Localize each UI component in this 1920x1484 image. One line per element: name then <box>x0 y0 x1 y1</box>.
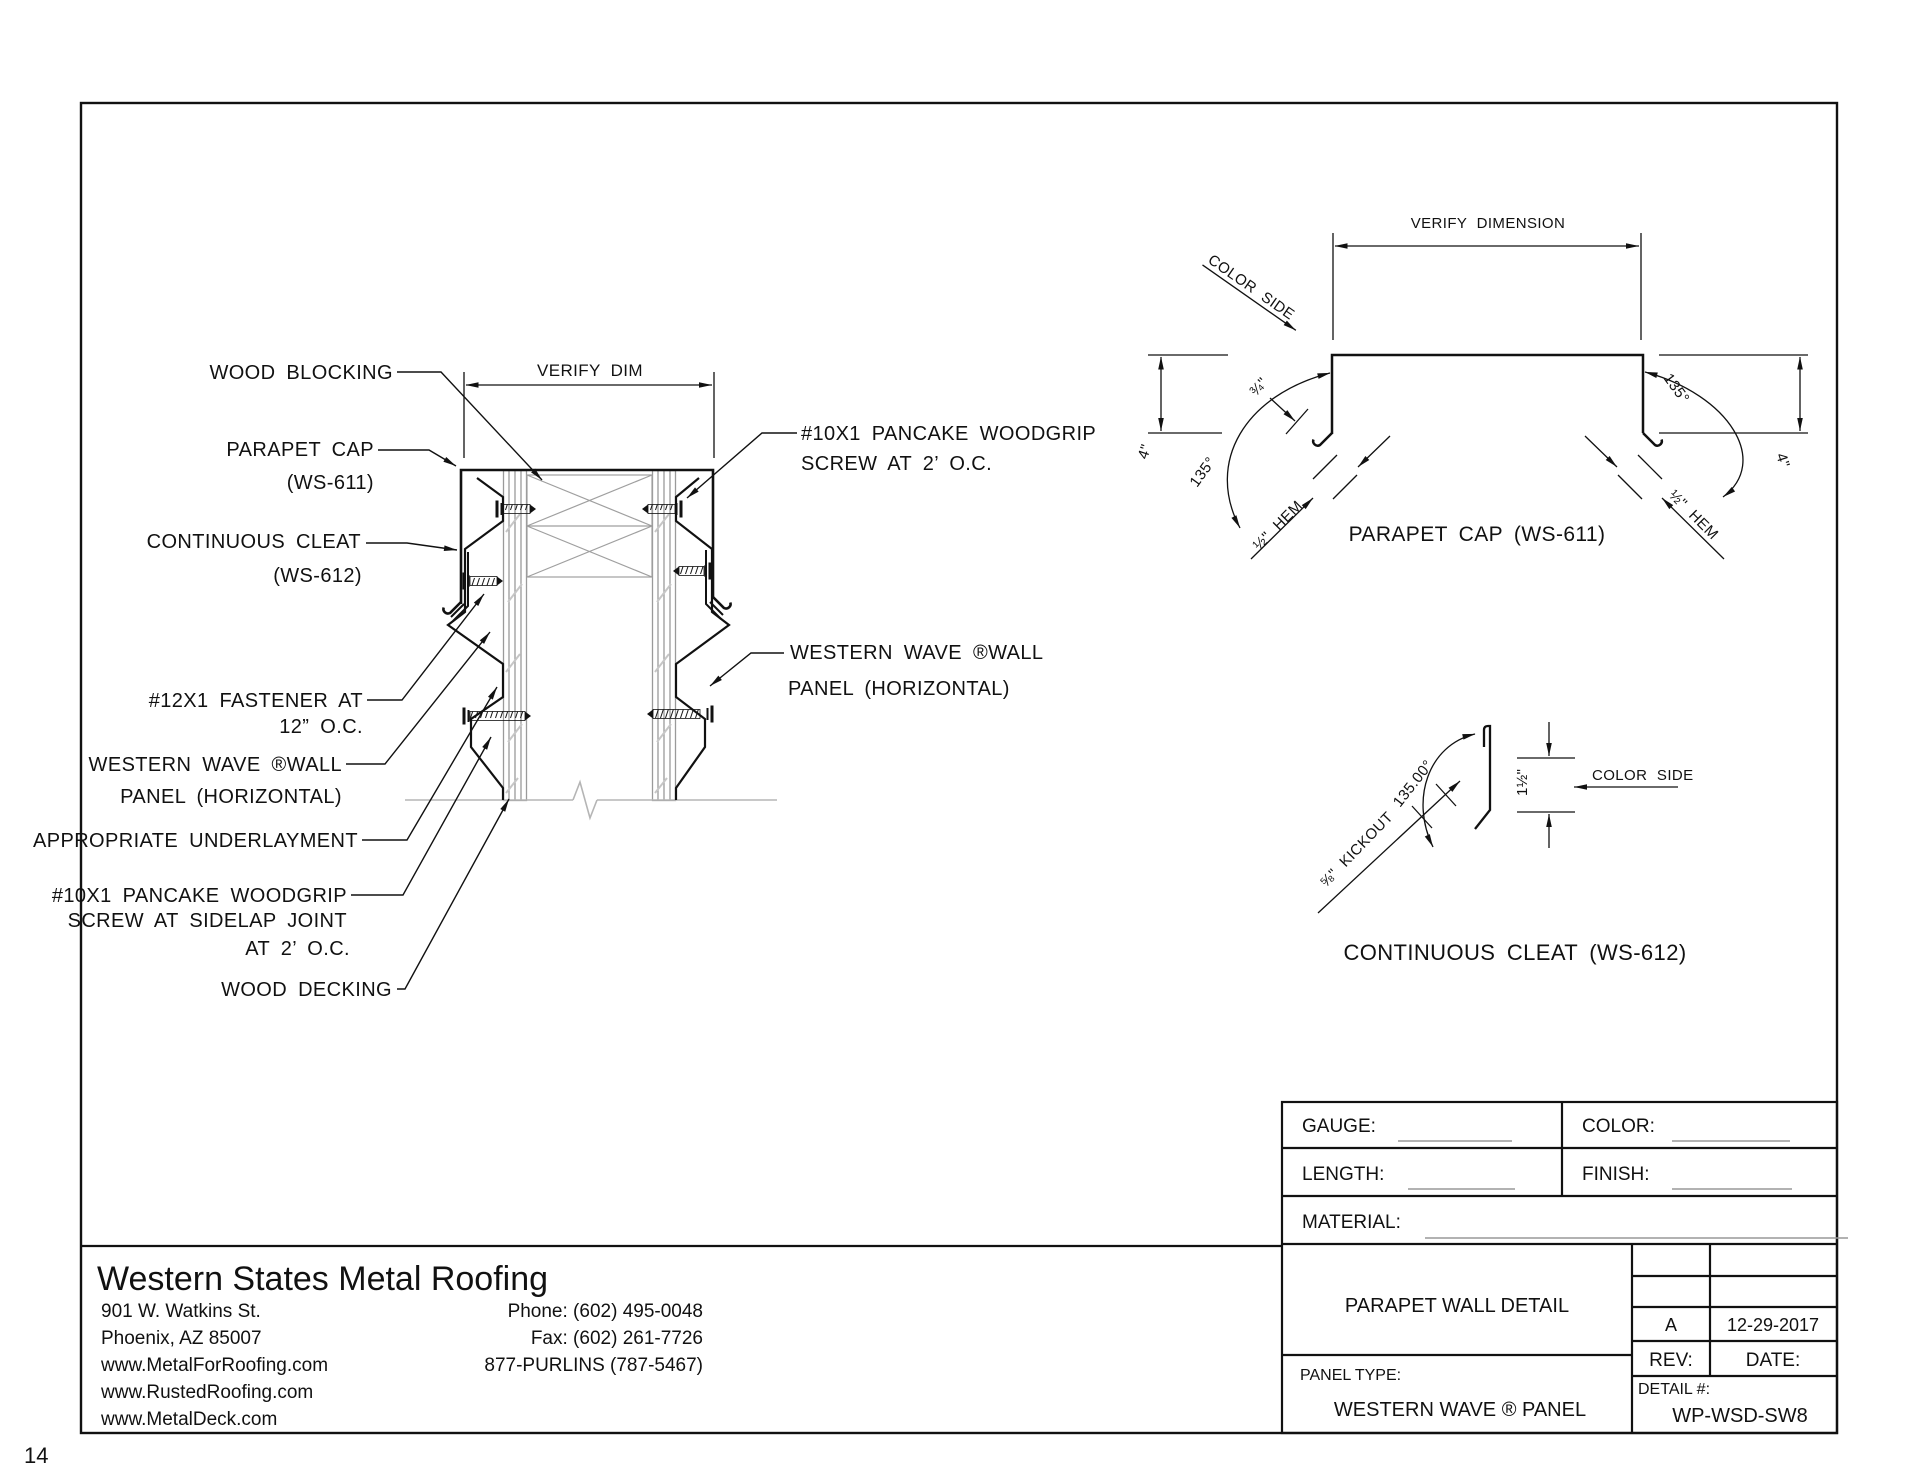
pancake-screw-label-1: #10X1 PANCAKE WOODGRIP <box>801 423 1096 445</box>
underlayment-label: APPROPRIATE UNDERLAYMENT <box>33 830 358 852</box>
cap-dim-4-left <box>1148 354 1228 434</box>
cap-verify-dimension <box>1332 233 1642 340</box>
screw-icon <box>495 500 536 518</box>
wood-blocking-label: WOOD BLOCKING <box>209 362 393 384</box>
length-label: LENGTH: <box>1302 1164 1384 1185</box>
company-address-1: 901 W. Watkins St. <box>101 1301 261 1322</box>
company-fax: Fax: (602) 261-7726 <box>531 1328 703 1349</box>
wood-blocking-linework <box>526 474 653 578</box>
hem-dim-left <box>1250 435 1391 560</box>
cleat-profile-linework <box>1474 724 1492 830</box>
wall-section-labels-right: #10X1 PANCAKE WOODGRIP SCREW AT 2’ O.C. … <box>788 423 1096 700</box>
panel-type-value: WESTERN WAVE ® PANEL <box>1334 1399 1586 1421</box>
screw-icon <box>462 707 531 725</box>
angle-left-label: 135° <box>1186 454 1219 490</box>
color-label: COLOR: <box>1582 1116 1655 1137</box>
dim-4-right-label: 4" <box>1772 451 1793 470</box>
company-website-1: www.MetalForRoofing.com <box>100 1355 328 1376</box>
panel-type-label: PANEL TYPE: <box>1300 1367 1401 1384</box>
dim-three-quarter-label: ¾" <box>1246 374 1271 399</box>
company-website-3: www.MetalDeck.com <box>100 1409 277 1430</box>
cap-profile-caption: PARAPET CAP (WS-611) <box>1349 523 1606 546</box>
cap-color-side-callout: COLOR SIDE <box>1202 251 1298 331</box>
parapet-cap-linework <box>442 468 732 615</box>
company-info: 901 W. Watkins St. Phoenix, AZ 85007 www… <box>100 1301 703 1430</box>
dim-three-quarter <box>1269 397 1309 435</box>
cleat-profile-caption: CONTINUOUS CLEAT (WS-612) <box>1343 940 1686 965</box>
wave-panel-linework <box>446 477 731 800</box>
gauge-label: GAUGE: <box>1302 1116 1376 1137</box>
company-name: Western States Metal Roofing <box>97 1260 548 1298</box>
cleat-color-side-label: COLOR SIDE <box>1592 767 1694 784</box>
wood-decking-strips <box>502 469 677 802</box>
date-value: 12-29-2017 <box>1727 1315 1819 1335</box>
detail-number-label: DETAIL #: <box>1638 1381 1710 1398</box>
sidelap-screw-label-1: #10X1 PANCAKE WOODGRIP <box>52 885 347 907</box>
company-tollfree: 877-PURLINS (787-5467) <box>484 1355 703 1376</box>
kickout-angle-arc <box>1422 733 1476 848</box>
wave-panel-right-label-2: PANEL (HORIZONTAL) <box>788 678 1010 700</box>
company-address-2: Phoenix, AZ 85007 <box>101 1328 262 1349</box>
wood-grain-hatch <box>505 513 672 794</box>
page-number: 14 <box>24 1443 48 1468</box>
sidelap-screw-label-2: SCREW AT SIDELAP JOINT <box>68 910 347 932</box>
cap-profile-linework <box>1311 353 1664 447</box>
hem-left-label: ½" HEM <box>1250 497 1306 553</box>
cleat-height-dimension <box>1517 722 1575 848</box>
title-block-labels: GAUGE: COLOR: LENGTH: FINISH: MATERIAL: … <box>1300 1116 1819 1427</box>
detail-number-value: WP-WSD-SW8 <box>1672 1405 1808 1427</box>
screw-icon <box>673 562 712 580</box>
rev-value: A <box>1665 1315 1677 1335</box>
title-block-borders <box>1280 1100 1839 1435</box>
company-phone: Phone: (602) 495-0048 <box>508 1301 703 1322</box>
continuous-cleat-profile-drawing: 1½" COLOR SIDE 135.00° ⅝" KICKOUT CONTIN… <box>1317 722 1694 965</box>
verify-dim-dimension <box>463 372 715 458</box>
leader-lines <box>346 371 797 990</box>
screw-icon <box>647 705 714 723</box>
pancake-screw-label-2: SCREW AT 2’ O.C. <box>801 453 992 475</box>
screw-fasteners <box>462 500 714 725</box>
sidelap-screw-label-3: AT 2’ O.C. <box>245 938 350 960</box>
screw-icon <box>462 572 503 590</box>
sheet-border <box>79 101 1839 1435</box>
wall-section-drawing: VERIFY DIM WOOD BLOCKING PARAPET CAP (WS… <box>33 361 1096 1001</box>
wave-panel-label-1: WESTERN WAVE ®WALL <box>89 754 342 776</box>
wood-decking-label: WOOD DECKING <box>221 979 392 1001</box>
fastener-label-2: 12” O.C. <box>279 716 363 738</box>
angle-right-label: 135° <box>1660 370 1693 406</box>
company-website-2: www.RustedRoofing.com <box>100 1382 313 1403</box>
verify-dimension-label: VERIFY DIMENSION <box>1411 215 1565 232</box>
material-label: MATERIAL: <box>1302 1212 1401 1233</box>
kickout-angle-label: 135.00° <box>1390 757 1437 811</box>
finish-label: FINISH: <box>1582 1164 1650 1185</box>
continuous-cleat-code: (WS-612) <box>273 565 362 587</box>
angle-arc-right <box>1644 371 1744 498</box>
color-side-label: COLOR SIDE <box>1205 251 1298 323</box>
company-block: Western States Metal Roofing 901 W. Watk… <box>81 1244 1282 1430</box>
parapet-cap-code: (WS-611) <box>287 472 374 494</box>
kickout-label: ⅝" KICKOUT <box>1317 809 1397 891</box>
dim-4-left-label: 4" <box>1135 442 1156 461</box>
deck-ground-line <box>405 779 777 821</box>
verify-dim-label: VERIFY DIM <box>537 361 643 380</box>
wave-panel-right-label-1: WESTERN WAVE ®WALL <box>790 642 1043 664</box>
cleat-height-label: 1½" <box>1514 769 1531 796</box>
wall-section-labels-left: WOOD BLOCKING PARAPET CAP (WS-611) CONTI… <box>33 362 393 1001</box>
detail-title: PARAPET WALL DETAIL <box>1345 1295 1569 1317</box>
rev-label: REV: <box>1649 1350 1693 1371</box>
parapet-cap-profile-drawing: VERIFY DIMENSION COLOR SIDE 4" 4" 135° 1… <box>1135 215 1808 560</box>
hem-right-label: ½" HEM <box>1665 487 1721 543</box>
date-label: DATE: <box>1746 1350 1801 1371</box>
angle-arc-left <box>1226 372 1331 529</box>
parapet-cap-label: PARAPET CAP <box>226 439 374 461</box>
kickout-dimension <box>1317 780 1461 914</box>
continuous-cleat-label: CONTINUOUS CLEAT <box>147 531 361 553</box>
fastener-label-1: #12X1 FASTENER AT <box>149 690 363 712</box>
wave-panel-label-2: PANEL (HORIZONTAL) <box>120 786 342 808</box>
hem-dim-right <box>1584 435 1725 560</box>
screw-icon <box>642 500 683 518</box>
fill-in-underlines <box>1398 1140 1848 1239</box>
title-block: GAUGE: COLOR: LENGTH: FINISH: MATERIAL: … <box>1280 1100 1848 1435</box>
